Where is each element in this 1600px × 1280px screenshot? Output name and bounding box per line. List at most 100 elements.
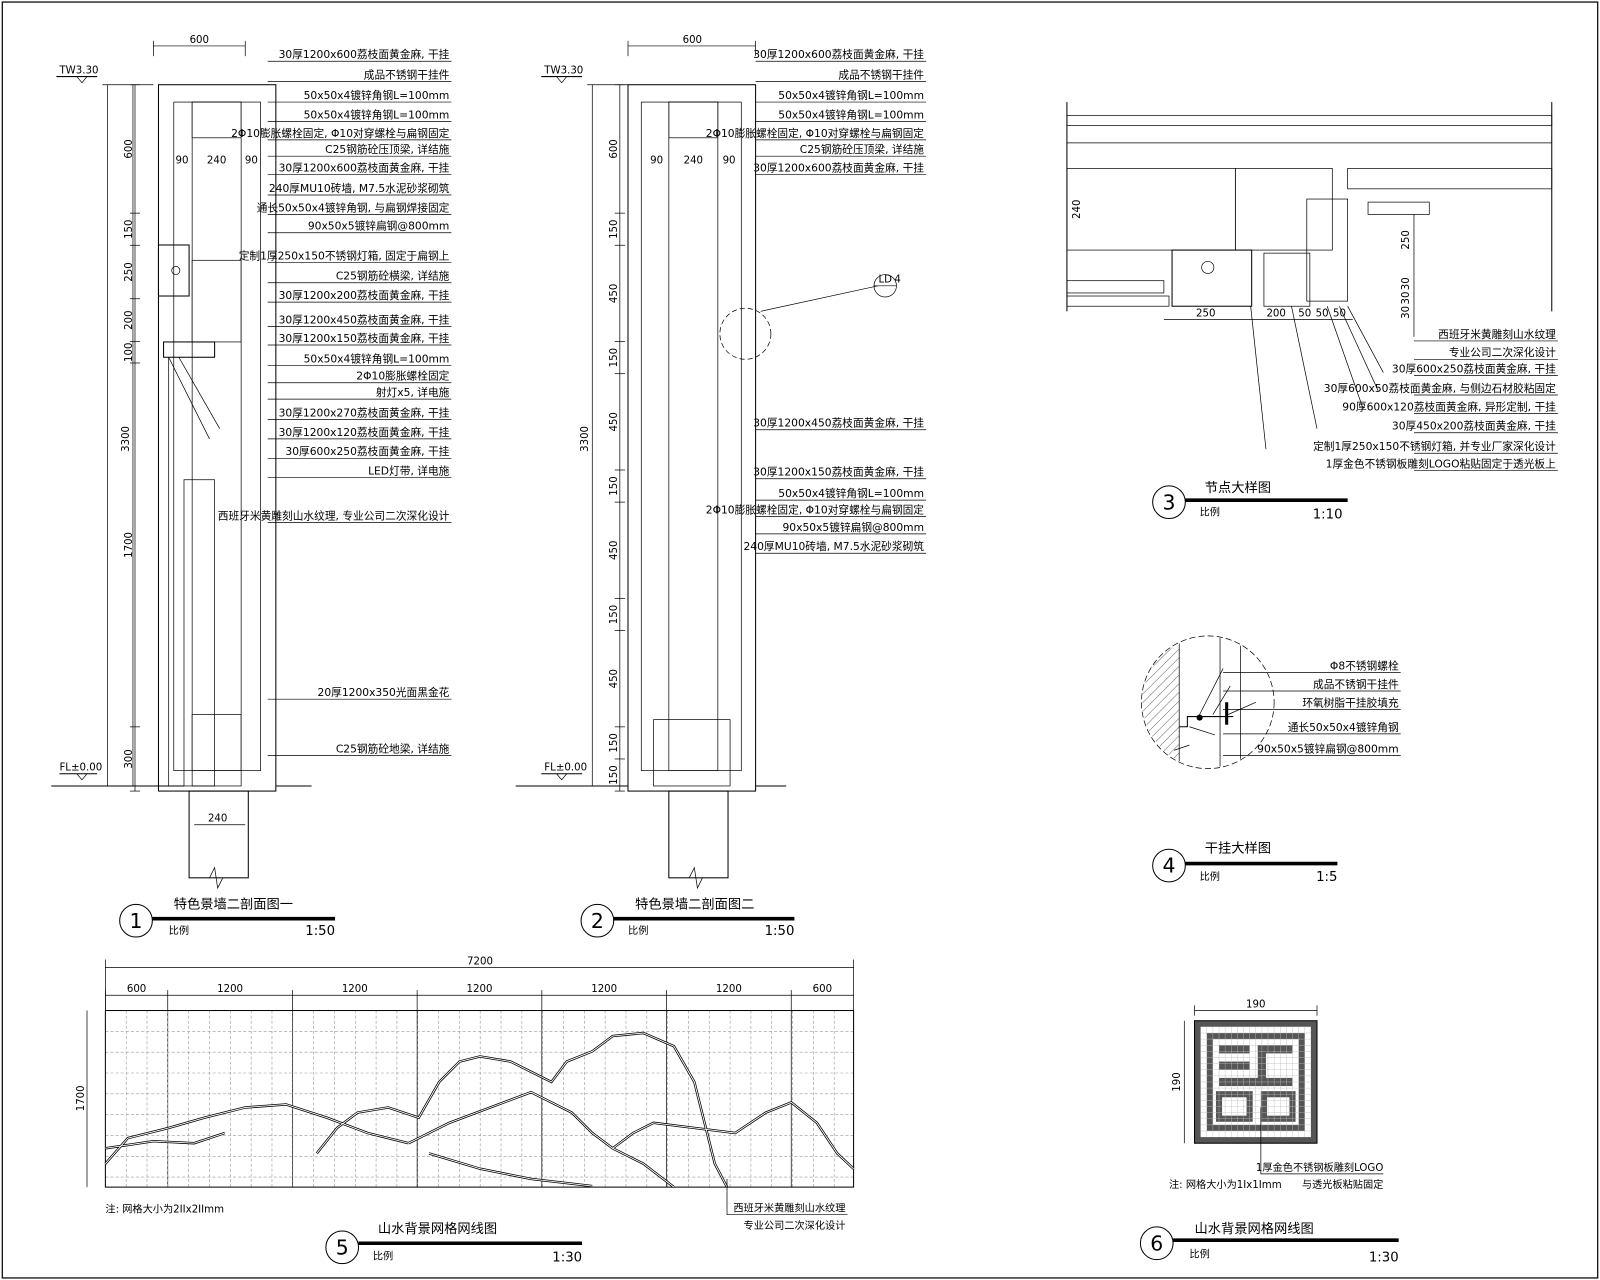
scale-label: 比例 bbox=[1200, 870, 1220, 883]
dimension-value: 100 bbox=[124, 343, 135, 362]
dim: 200 bbox=[1266, 308, 1285, 319]
drawing-number: 6 bbox=[1150, 1231, 1163, 1255]
dimension-value: 450 bbox=[609, 541, 620, 560]
dimension-value: 150 bbox=[609, 219, 620, 238]
dim-sub: 240 bbox=[684, 155, 703, 166]
callout-label: 2Φ10膨胀螺栓固定, Φ10对穿螺栓与扁钢固定 bbox=[706, 127, 925, 140]
callout-label: 成品不锈钢干挂件 bbox=[364, 69, 450, 82]
title-block-1: 1 特色景墙二剖面图一 比例 1:50 bbox=[119, 895, 336, 939]
drawing-number: 3 bbox=[1163, 490, 1176, 514]
detail-ref-number: 4 bbox=[894, 275, 900, 286]
drawing-title: 山水背景网格网线图 bbox=[1195, 1221, 1314, 1237]
dim: 250 bbox=[1196, 308, 1215, 319]
dim-width: 190 bbox=[1246, 999, 1265, 1010]
drawing-title: 干挂大样图 bbox=[1205, 840, 1271, 856]
dim-sub: 90 bbox=[175, 155, 188, 166]
dimension-value: 600 bbox=[124, 139, 135, 158]
title-block-4: 4 干挂大样图 比例 1:5 bbox=[1152, 840, 1338, 885]
callout-label: 西班牙米黄雕刻山水纹理 bbox=[733, 1202, 845, 1215]
callout-label: 定制1厚250x150不锈钢灯箱, 并专业厂家深化设计 bbox=[1313, 440, 1556, 453]
dimension-value: 450 bbox=[609, 284, 620, 303]
drawing-title: 特色景墙二剖面图二 bbox=[635, 895, 754, 912]
title-block-6: 6 山水背景网格网线图 比例 1:30 bbox=[1139, 1221, 1399, 1266]
callout-label: 通长50x50x4镀锌角钢, 与扁钢焊接固定 bbox=[257, 201, 450, 214]
dim-sub: 90 bbox=[245, 155, 258, 166]
callout-label: 2Φ10膨胀螺栓固定 bbox=[356, 370, 449, 383]
level-top: TW3.30 bbox=[58, 65, 98, 76]
title-block-3: 3 节点大样图 比例 1:10 bbox=[1152, 480, 1348, 523]
dimension-value: 450 bbox=[609, 412, 620, 431]
dimension-value: 600 bbox=[813, 984, 832, 995]
title-block-2: 2 特色景墙二剖面图二 比例 1:50 bbox=[580, 895, 794, 939]
dim: 250 bbox=[1401, 230, 1412, 249]
drawing-number: 4 bbox=[1163, 854, 1176, 878]
callout-label: 90x50x5镀锌扁钢@800mm bbox=[308, 220, 450, 233]
dim: 30 bbox=[1401, 292, 1412, 305]
landscape-grid-frame bbox=[104, 1010, 855, 1188]
callout-label: 定制1厚250x150不锈钢灯箱, 固定于扁钢上 bbox=[239, 249, 450, 262]
section-drawing-2: 600 TW3.30 FL±0.00 90 240 90 3300 LD 4 6… bbox=[515, 35, 927, 890]
dim-sub: 90 bbox=[723, 155, 736, 166]
callout-label: 西班牙米黄雕刻山水纹理 bbox=[1438, 328, 1556, 341]
callout-label: 240厚MU10砖墙, M7.5水泥砂浆砌筑 bbox=[744, 540, 925, 553]
drawing-title: 山水背景网格网线图 bbox=[378, 1221, 497, 1237]
callout-label: 90厚600x120荔枝面黄金麻, 异形定制, 干挂 bbox=[1342, 400, 1556, 413]
dim: 30 bbox=[1401, 306, 1412, 319]
callout-label: 2Φ10膨胀螺栓固定, Φ10对穿螺栓与扁钢固定 bbox=[706, 503, 925, 516]
dim: 240 bbox=[1072, 200, 1083, 219]
dim-height: 1700 bbox=[76, 1085, 87, 1111]
dim-top: 600 bbox=[683, 35, 702, 46]
dim: 50 bbox=[1316, 308, 1329, 319]
mountain-outline bbox=[104, 1031, 855, 1189]
callout-label: 射灯x5, 详电施 bbox=[376, 386, 450, 399]
dimension-value: 200 bbox=[124, 310, 135, 329]
drawing-number: 5 bbox=[336, 1235, 349, 1259]
scale-value: 1:5 bbox=[1316, 870, 1337, 885]
dimension-value: 300 bbox=[124, 749, 135, 768]
callout-label: 30厚600x250荔枝面黄金麻, 干挂 bbox=[1392, 363, 1556, 376]
dimension-value: 600 bbox=[609, 139, 620, 158]
scale-label: 比例 bbox=[1189, 1248, 1209, 1261]
callout-label: 50x50x4镀锌角钢L=100mm bbox=[778, 108, 924, 121]
callout-label: 2Φ10膨胀螺栓固定, Φ10对穿螺栓与扁钢固定 bbox=[231, 127, 450, 140]
dimension-value: 1200 bbox=[467, 984, 493, 995]
callout-label: 30厚450x200荔枝面黄金麻, 干挂 bbox=[1392, 420, 1556, 433]
callout-label: 50x50x4镀锌角钢L=100mm bbox=[778, 89, 924, 102]
dimension-value: 150 bbox=[609, 476, 620, 495]
drawing-title: 特色景墙二剖面图一 bbox=[174, 895, 293, 912]
dim-bottom: 240 bbox=[208, 814, 227, 825]
callout-label: 30厚1200x120荔枝面黄金麻, 干挂 bbox=[279, 426, 450, 439]
dim-sub: 240 bbox=[207, 155, 226, 166]
scale-value: 1:50 bbox=[305, 924, 335, 939]
callout-label: 240厚MU10砖墙, M7.5水泥砂浆砌筑 bbox=[269, 182, 450, 195]
callout-label: Φ8不锈钢螺栓 bbox=[1330, 660, 1399, 673]
callout-label: 30厚1200x600荔枝面黄金麻, 干挂 bbox=[753, 48, 924, 61]
dim: 50 bbox=[1333, 308, 1346, 319]
grid-note: 注: 网格大小为1Ix1Imm bbox=[1169, 1178, 1282, 1191]
callout-label: 30厚1200x450荔枝面黄金麻, 干挂 bbox=[753, 417, 924, 430]
dimension-value: 150 bbox=[609, 765, 620, 784]
callout-label: 30厚1200x600荔枝面黄金麻, 干挂 bbox=[753, 161, 924, 174]
section-drawing-1: 600 TW3.30 FL±0.00 240 90 240 90 3300 60… bbox=[51, 35, 452, 890]
callout-label: 30厚1200x600荔枝面黄金麻, 干挂 bbox=[279, 48, 450, 61]
dimension-value: 1200 bbox=[716, 984, 742, 995]
dim-sub: 90 bbox=[650, 155, 663, 166]
dimension-value: 250 bbox=[124, 262, 135, 281]
drawing-title: 节点大样图 bbox=[1205, 480, 1271, 496]
scale-label: 比例 bbox=[169, 924, 189, 937]
dim-height: 190 bbox=[1172, 1072, 1183, 1091]
dimension-value: 1700 bbox=[124, 532, 135, 558]
dim-total: 3300 bbox=[580, 426, 591, 452]
logo-mark bbox=[1194, 1020, 1318, 1144]
node-detail-drawing-3: 250 200 50 50 50 240 250 30 30 30 西班牙米黄雕… bbox=[1066, 102, 1558, 471]
dimension-value: 150 bbox=[609, 348, 620, 367]
level-bottom: FL±0.00 bbox=[544, 763, 587, 774]
callout-label: 20厚1200x350光面黑金花 bbox=[318, 686, 450, 699]
callout-label: 成品不锈钢干挂件 bbox=[1313, 678, 1399, 691]
dimension-value: 450 bbox=[609, 669, 620, 688]
dimension-value: 1200 bbox=[217, 984, 243, 995]
dim-top: 600 bbox=[190, 35, 209, 46]
callout-label: 90x50x5镀锌扁钢@800mm bbox=[1257, 742, 1399, 755]
callout-label: 30厚1200x450荔枝面黄金麻, 干挂 bbox=[279, 314, 450, 327]
